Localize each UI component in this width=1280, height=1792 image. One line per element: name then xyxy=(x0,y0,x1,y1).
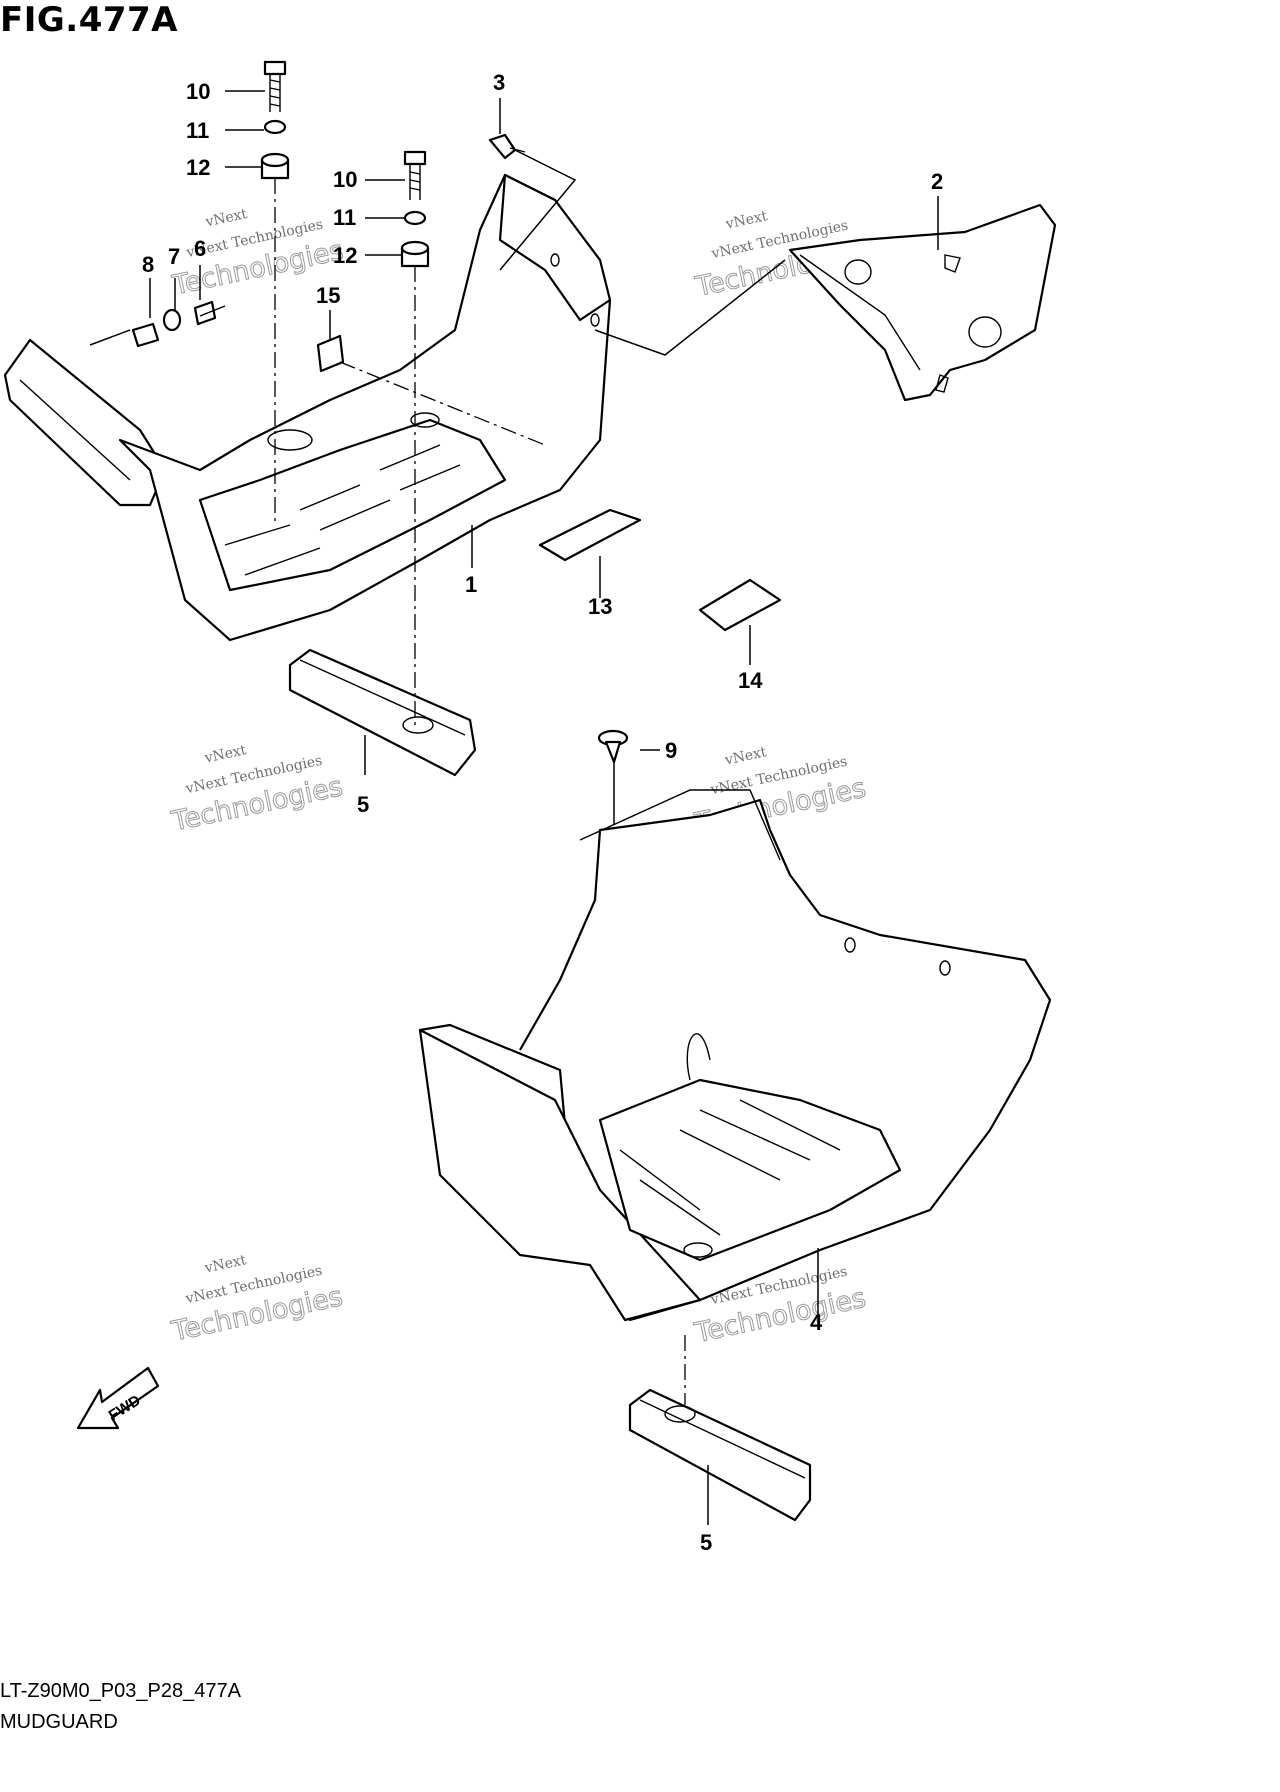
step-pad-upper-illustration xyxy=(288,648,477,777)
mudguard-right-illustration xyxy=(418,789,1052,1322)
mudguard-left-illustration xyxy=(3,173,612,642)
leader-lines xyxy=(89,90,939,1525)
callout-11-b: 11 xyxy=(333,205,356,230)
grommet-12-b-icon xyxy=(400,240,430,268)
callout-10-b: 10 xyxy=(333,167,357,192)
callout-10-a: 10 xyxy=(186,79,210,104)
clip-9-icon xyxy=(597,729,629,764)
svg-text:vNext: vNext xyxy=(723,744,769,769)
grommet-12-a-icon xyxy=(260,152,290,180)
pad-15-icon xyxy=(316,334,345,373)
washer-7-icon xyxy=(162,308,182,332)
bolt-6-icon xyxy=(193,300,226,326)
step-pad-lower-illustration xyxy=(628,1388,812,1522)
callout-5-a: 5 xyxy=(357,792,369,817)
watermark-mid-left: vNext vNext Technologies Technologies xyxy=(168,742,346,838)
collar-8-icon xyxy=(131,322,160,348)
figure-title: FIG.477A xyxy=(0,0,178,40)
callout-9: 9 xyxy=(665,738,677,763)
callout-12-a: 12 xyxy=(186,155,210,180)
figure-code: LT-Z90M0_P03_P28_477A xyxy=(0,1680,241,1702)
callout-6: 6 xyxy=(194,236,206,261)
callout-8: 8 xyxy=(142,252,154,277)
watermark-bottom-left: vNext vNext Technologies Technologies xyxy=(168,1252,346,1348)
callout-3: 3 xyxy=(493,70,505,95)
callout-1: 1 xyxy=(465,572,477,597)
svg-text:vNext: vNext xyxy=(202,742,248,767)
callout-12-b: 12 xyxy=(333,243,357,268)
callout-7: 7 xyxy=(168,244,180,269)
svg-text:vNext: vNext xyxy=(723,208,769,233)
svg-text:vNext: vNext xyxy=(203,206,249,231)
callout-13: 13 xyxy=(588,594,612,619)
pad-14-icon xyxy=(698,578,782,632)
bolt-10-a-icon xyxy=(263,60,287,112)
clip-3-icon xyxy=(488,133,526,160)
callout-5-b: 5 xyxy=(700,1530,712,1555)
side-cover-illustration xyxy=(788,203,1057,402)
callout-4: 4 xyxy=(810,1310,823,1335)
dash-lines xyxy=(274,178,686,1405)
callout-2: 2 xyxy=(931,169,943,194)
washer-11-a-icon xyxy=(263,119,287,135)
washer-11-b-icon xyxy=(403,210,427,226)
fwd-arrow-icon: FWD xyxy=(76,1366,160,1430)
pad-13-icon xyxy=(538,508,642,562)
svg-text:vNext: vNext xyxy=(202,1252,248,1277)
bolt-10-b-icon xyxy=(403,150,427,200)
figure-name: MUDGUARD xyxy=(0,1711,118,1733)
callout-15: 15 xyxy=(316,283,340,308)
callout-11-a: 11 xyxy=(186,118,209,143)
callout-14: 14 xyxy=(738,668,763,693)
